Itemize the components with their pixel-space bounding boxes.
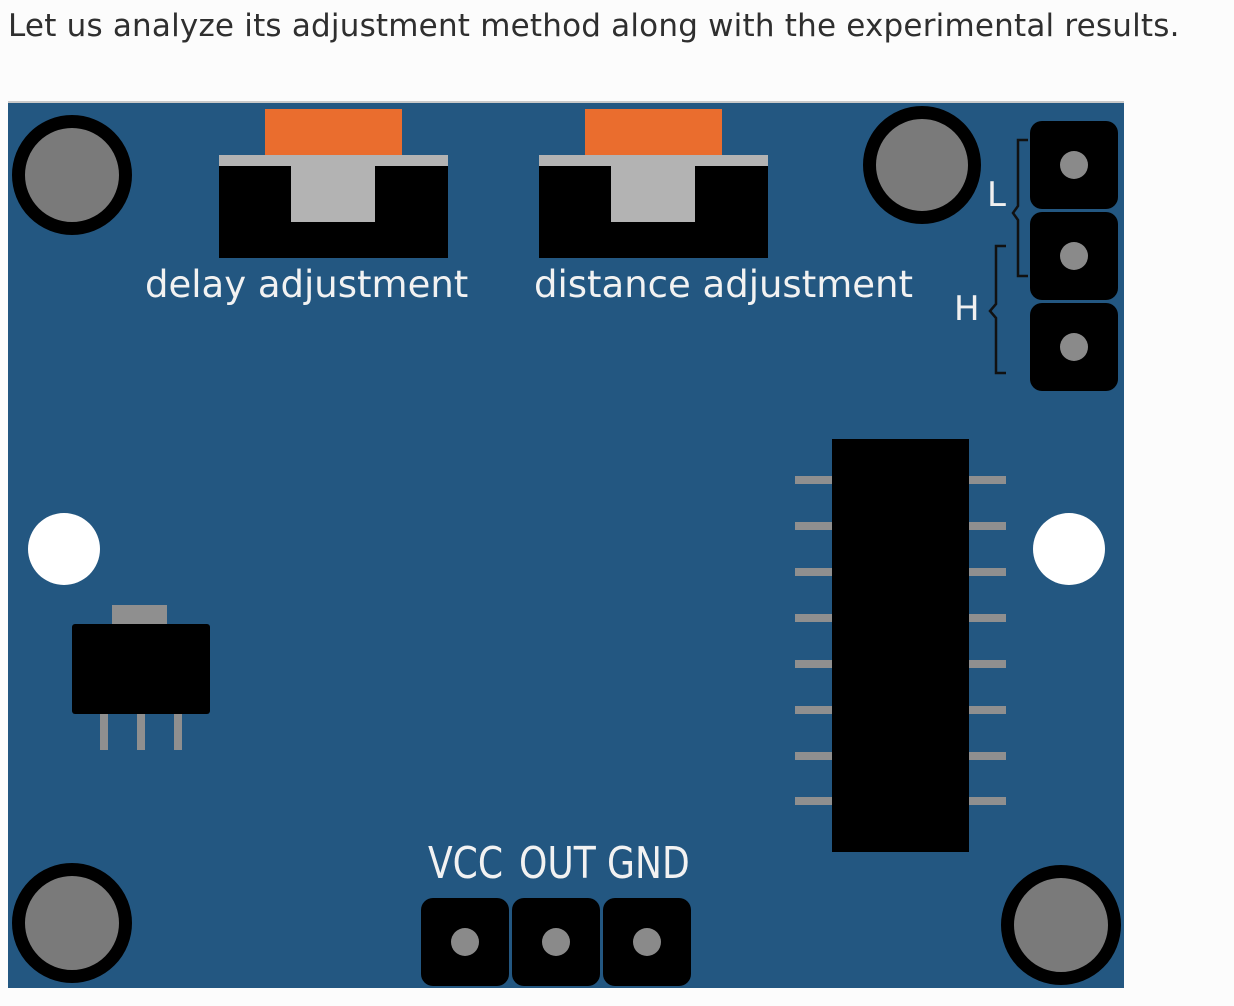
pin-label-gnd: GND	[607, 838, 690, 889]
pin-vcc-dot	[451, 928, 479, 956]
ic-pin-left-2	[795, 522, 832, 530]
mounting-hole-bottom-right	[1001, 865, 1121, 985]
pin-out	[512, 898, 600, 986]
ic-chip-body	[832, 439, 969, 852]
ic-pin-right-8	[969, 797, 1006, 805]
jumper-pin-3-dot	[1060, 333, 1088, 361]
ic-pin-left-4	[795, 614, 832, 622]
ic-pin-right-2	[969, 522, 1006, 530]
jumper-pin-3	[1030, 303, 1118, 391]
ic-pin-right-5	[969, 660, 1006, 668]
ic-pin-left-8	[795, 797, 832, 805]
ic-pin-right-6	[969, 706, 1006, 714]
regulator-body	[72, 624, 210, 714]
pin-label-out: OUT	[519, 838, 596, 889]
delay-pot-rail	[219, 155, 448, 166]
ic-pin-left-6	[795, 706, 832, 714]
distance-pot-rail	[539, 155, 768, 166]
mounting-hole-bottom-left	[12, 863, 132, 983]
delay-pot-knob	[291, 166, 375, 222]
mounting-hole-top-left	[12, 115, 132, 235]
jumper-pin-1	[1030, 121, 1118, 209]
distance-adjustment-label: distance adjustment	[534, 263, 913, 306]
regulator-leg-3	[174, 714, 182, 750]
ic-pin-right-1	[969, 476, 1006, 484]
regulator-leg-1	[100, 714, 108, 750]
ic-pin-left-5	[795, 660, 832, 668]
mounting-hole-top-right	[863, 106, 981, 224]
pir-sensor-board-diagram: delay adjustment distance adjustment L H	[8, 101, 1124, 988]
jumper-pin-2	[1030, 212, 1118, 300]
pin-gnd	[603, 898, 691, 986]
jumper-pin-1-dot	[1060, 151, 1088, 179]
pin-vcc	[421, 898, 509, 986]
ic-pin-right-4	[969, 614, 1006, 622]
distance-pot-knob	[611, 166, 695, 222]
delay-adjustment-label: delay adjustment	[145, 263, 469, 306]
ic-pin-right-3	[969, 568, 1006, 576]
distance-pot-cap	[585, 109, 722, 158]
ic-pin-left-7	[795, 752, 832, 760]
jumper-pin-2-dot	[1060, 242, 1088, 270]
side-hole-right	[1033, 513, 1105, 585]
jumper-label-low: L	[987, 175, 1006, 215]
pin-out-dot	[542, 928, 570, 956]
jumper-label-high: H	[954, 289, 980, 329]
ic-pin-left-3	[795, 568, 832, 576]
side-hole-left	[28, 513, 100, 585]
ic-pin-right-7	[969, 752, 1006, 760]
regulator-leg-2	[137, 714, 145, 750]
ic-pin-left-1	[795, 476, 832, 484]
jumper-brackets	[988, 138, 1028, 375]
pin-gnd-dot	[633, 928, 661, 956]
delay-pot-cap	[265, 109, 402, 158]
pin-label-vcc: VCC	[428, 838, 504, 889]
regulator-tab	[112, 605, 167, 627]
intro-text: Let us analyze its adjustment method alo…	[8, 8, 1180, 44]
